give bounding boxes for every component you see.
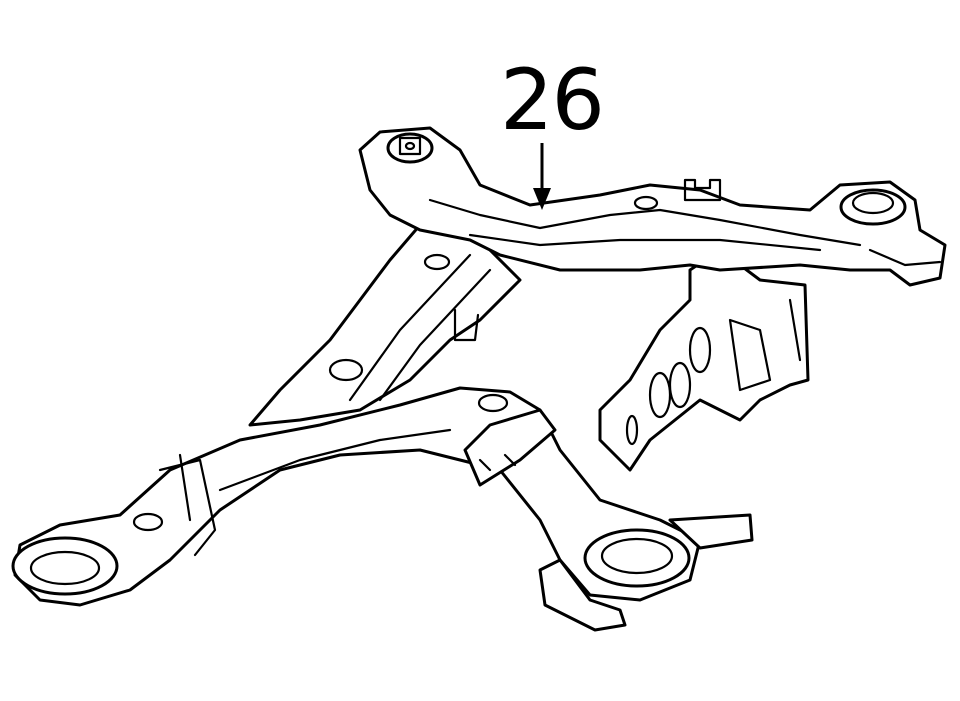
callout-arrow: [533, 143, 551, 210]
left-rail: [248, 223, 522, 427]
callout-label-26: 26: [500, 51, 605, 149]
right-side-rail: [598, 248, 810, 472]
front-crossmember: [11, 386, 754, 632]
rear-crossmember: [358, 126, 947, 287]
